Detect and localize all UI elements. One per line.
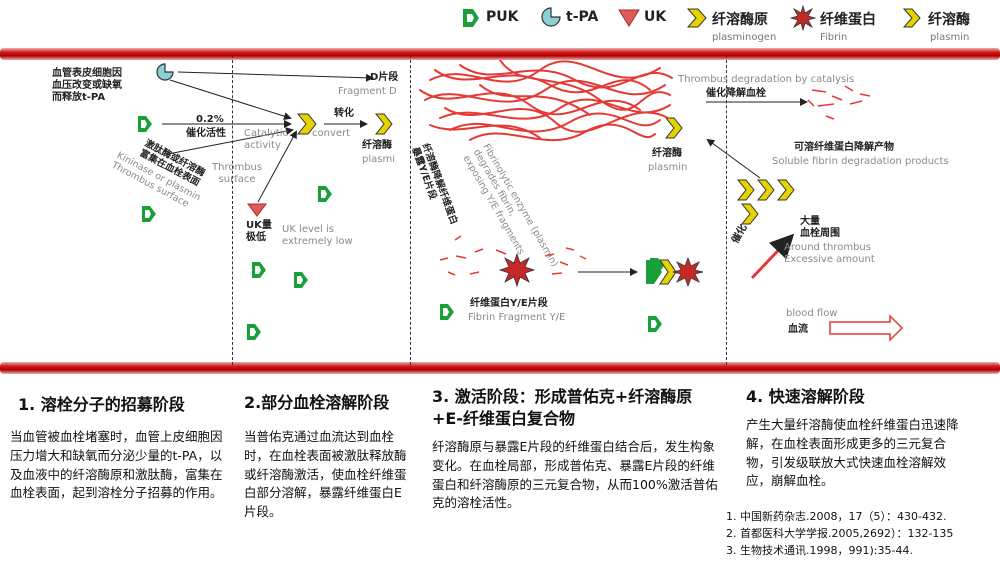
arrow-kininase xyxy=(167,127,294,155)
plasmin-icon xyxy=(756,179,775,201)
reference-item: 2. 首都医科大学学报.2005,2692）：132-135 xyxy=(726,527,954,540)
fragment-ye-label: 纤维蛋白Y/E片段 xyxy=(470,298,548,309)
uk-icon xyxy=(247,203,267,217)
legend-uk: UK xyxy=(644,9,667,25)
plasmin-icon xyxy=(736,179,755,201)
reference-item: 1. 中国新药杂志.2008，17（5）：430-432. xyxy=(726,510,947,523)
plasmin-en-label-1: plasmi xyxy=(362,154,395,165)
plasmin-icon xyxy=(776,179,795,201)
arrow-uk-up xyxy=(257,130,297,203)
uk-icon xyxy=(618,9,640,27)
soluble-label: 可溶纤维蛋白降解产物 xyxy=(794,142,894,153)
tpa-icon xyxy=(541,7,561,27)
blood-flow-arrow xyxy=(829,314,904,342)
fibrin-mass xyxy=(419,60,673,142)
plasmin-label-2: 纤溶酶 xyxy=(652,148,682,159)
degradation-en-label: Thrombus degradation by catalysis xyxy=(678,74,855,85)
stage-3-text: 纤溶酶原与暴露E片段的纤维蛋白结合后，发生构象变化。在血栓局部，形成普佑克、暴露… xyxy=(432,439,718,511)
stage-divider-1 xyxy=(232,55,233,365)
catalytic-label: 催化活性 xyxy=(186,128,226,139)
stage-2-title: 2.部分血栓溶解阶段 xyxy=(244,393,390,412)
plasmin-icon xyxy=(740,203,759,225)
degradation-label: 催化降解血栓 xyxy=(706,88,766,99)
vessel-wall-top xyxy=(0,48,1000,60)
plasmin-en-label-2: plasmin xyxy=(648,162,688,173)
arrow-catalyze xyxy=(750,233,795,280)
plasmin-label-1: 纤溶酶 xyxy=(362,140,392,151)
legend-plasmin-en: plasmin xyxy=(930,32,970,43)
legend-plasminogen-en: plasminogen xyxy=(712,32,777,43)
stage-1-title: 1. 溶栓分子的招募阶段 xyxy=(18,395,185,414)
arrow-feedback xyxy=(706,138,761,179)
legend-plasminogen: 纤溶酶原 xyxy=(712,12,768,28)
stage-3-title: 3. 激活阶段：形成普佑克+纤溶酶原+E-纤维蛋白复合物 xyxy=(432,387,693,428)
plasminogen-icon xyxy=(686,8,707,28)
stage-4-title: 4. 快速溶解阶段 xyxy=(746,387,865,406)
legend: PUK t-PA UK 纤溶酶原 plasminogen 纤维蛋白 Fibrin… xyxy=(0,0,1000,48)
plasminogen-icon xyxy=(659,259,677,285)
fragment-ye-en-label: Fibrin Fragment Y/E xyxy=(468,312,566,323)
tpa-icon xyxy=(156,63,174,81)
legend-tpa: t-PA xyxy=(566,9,599,25)
soluble-en-label: Soluble fibrin degradation products xyxy=(772,156,949,167)
arrow-tpa-down xyxy=(169,79,292,121)
puk-icon xyxy=(463,9,479,27)
reference-item: 3. 生物技术通讯.1998，991):35-44. xyxy=(726,544,913,557)
blood-flow-label: 血流 xyxy=(788,324,808,335)
plasmin-icon xyxy=(374,113,393,135)
vessel-wall-bottom xyxy=(0,362,1000,374)
large-amount-label: 大量血栓周围 xyxy=(800,216,840,239)
legend-fibrin-en: Fibrin xyxy=(820,32,848,43)
plasminogen-icon xyxy=(296,113,317,135)
stage-4-text: 产生大量纤溶酶使血栓纤维蛋白迅速降解，在血栓表面形成更多的三元复合物，引发级联放… xyxy=(746,417,959,489)
blood-flow-en-label: blood flow xyxy=(786,308,838,319)
fibrin-icon xyxy=(498,252,536,288)
endothelial-label: 血管表皮细胞因血压改变或缺氧而释放t-PA xyxy=(52,68,122,103)
convert-en-label: convert xyxy=(312,128,351,139)
fibrin-icon xyxy=(790,5,816,31)
legend-plasmin: 纤溶酶 xyxy=(928,12,970,28)
percent-label: 0.2% xyxy=(196,114,224,125)
stage-divider-3 xyxy=(726,55,727,365)
stage-1-text: 当血管被血栓堵塞时，血管上皮细胞因压力增大和缺氧而分泌少量的t-PA，以及血液中… xyxy=(10,429,223,501)
plasmin-icon xyxy=(664,117,683,139)
stage-divider-2 xyxy=(410,55,411,365)
stage-2-text: 当普佑克通过血流达到血栓时，在血栓表面被激肽释放酶或纤溶酶激活，使血栓纤维蛋白部… xyxy=(244,429,407,519)
fibrin-icon xyxy=(672,256,704,288)
arrow-tpa-to-d xyxy=(177,71,374,82)
legend-puk: PUK xyxy=(486,9,519,25)
plasmin-icon xyxy=(902,8,921,28)
uk-low-label: UK量极低 xyxy=(246,220,272,243)
d-fragment-en-label: Fragment D xyxy=(338,86,397,97)
d-fragment-label: D片段 xyxy=(370,72,399,83)
legend-fibrin: 纤维蛋白 xyxy=(820,12,876,28)
diagram-canvas xyxy=(138,60,904,342)
puk-icon xyxy=(646,260,662,284)
convert-label: 转化 xyxy=(334,108,354,119)
